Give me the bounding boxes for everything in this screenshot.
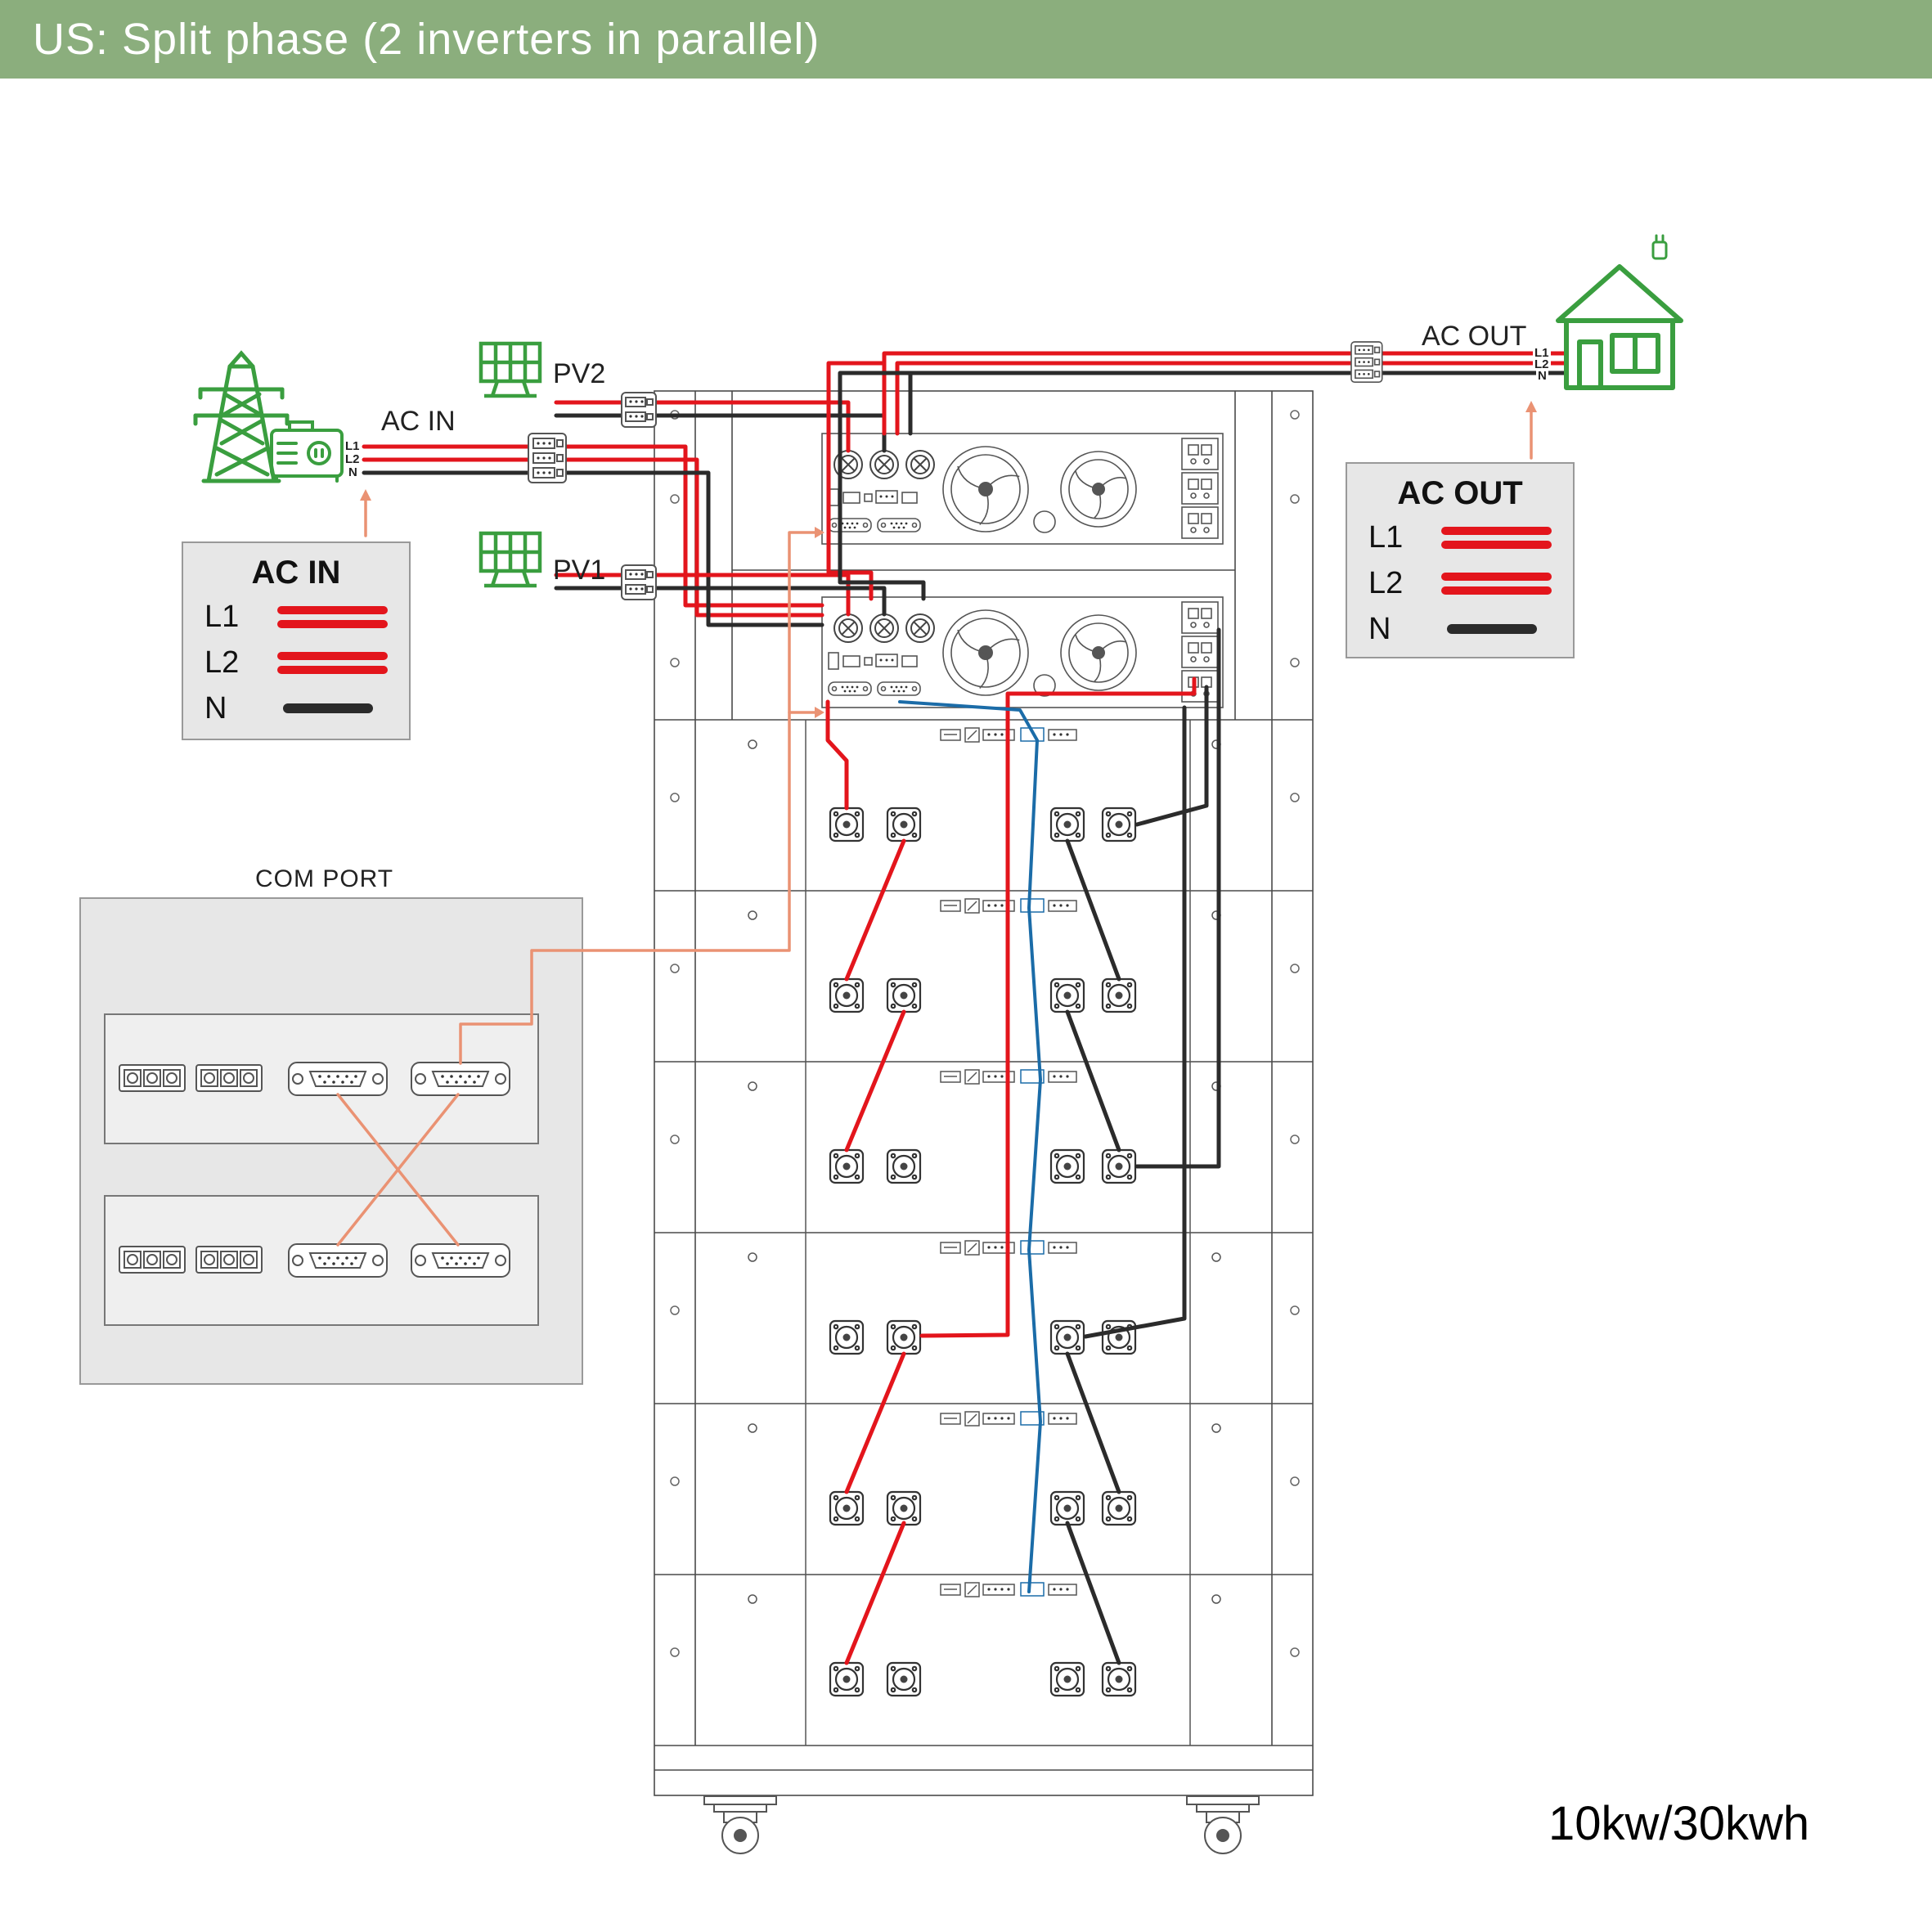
pv2-connector — [621, 392, 657, 428]
label-pv2: PV2 — [553, 358, 606, 389]
generator-icon — [270, 420, 344, 483]
battery-module-2 — [748, 891, 1220, 1062]
n-wire-swatch — [283, 703, 373, 713]
ac-in-l2-label: L2 — [344, 452, 362, 466]
pv1-panel-icon — [481, 533, 540, 586]
battery-module-5 — [748, 1404, 1220, 1575]
rack-frame — [654, 390, 1314, 1796]
rack-screws — [670, 410, 1300, 1657]
l1-wire-swatch — [277, 605, 388, 628]
label-capacity: 10kw/30kwh — [1548, 1797, 1810, 1850]
db9-connector-1 — [288, 1062, 388, 1096]
db9-connector-3 — [288, 1243, 388, 1278]
ac-out-legend-row-l2: L2 — [1347, 563, 1573, 604]
ac-out-n-label: N — [1536, 369, 1548, 383]
n-wire-swatch — [1447, 624, 1537, 634]
header-bar: US: Split phase (2 inverters in parallel… — [0, 0, 1932, 79]
ac-in-legend-title: AC IN — [251, 555, 341, 591]
battery-module-4 — [748, 1233, 1220, 1404]
ac-in-legend-row-n: N — [183, 688, 409, 729]
pv1-connector — [621, 564, 657, 600]
ac-in-connector — [528, 433, 567, 483]
battery-wires-red — [825, 676, 1197, 1665]
label-ac-in: AC IN — [381, 406, 456, 437]
ac-in-wires — [362, 444, 824, 627]
caster-wheel-left — [703, 1795, 777, 1854]
db9-connector-4 — [411, 1243, 510, 1278]
com-wires — [336, 409, 1533, 1247]
ac-out-connector — [1350, 341, 1383, 384]
ac-out-l1-label: L1 — [1533, 346, 1551, 360]
battery-module-6 — [748, 1575, 1220, 1746]
ac-out-legend-row-l1: L1 — [1347, 517, 1573, 558]
ac-in-l1-label: L1 — [344, 439, 362, 453]
house-icon — [1556, 234, 1683, 390]
battery-module-3 — [748, 1062, 1220, 1233]
ac-in-legend-row-l1: L1 — [183, 596, 409, 637]
ac-in-legend: AC IN L1 L2 N — [182, 541, 411, 740]
com-port-box — [79, 897, 583, 1385]
ac-in-n-label: N — [347, 465, 359, 479]
pv2-panel-icon — [481, 344, 540, 396]
ac-out-wires — [826, 351, 1567, 601]
ac-in-legend-row-l2: L2 — [183, 642, 409, 683]
l2-wire-swatch — [277, 651, 388, 674]
l1-wire-swatch — [1441, 526, 1552, 549]
com-wire-arrowheads — [360, 401, 1537, 718]
comm-wire-blue — [898, 700, 1042, 1593]
battery-module-1 — [748, 720, 1220, 891]
utility-tower-icon — [193, 350, 290, 483]
db9-connector-2 — [411, 1062, 510, 1096]
battery-wires-black — [1065, 627, 1221, 1665]
label-pv1: PV1 — [553, 555, 606, 586]
ac-out-legend-title: AC OUT — [1397, 475, 1523, 511]
page-title: US: Split phase (2 inverters in parallel… — [33, 15, 820, 64]
ac-out-legend: AC OUT L1 L2 N — [1346, 462, 1575, 658]
l2-wire-swatch — [1441, 572, 1552, 595]
caster-wheel-right — [1186, 1795, 1260, 1854]
label-ac-out: AC OUT — [1422, 321, 1527, 352]
ac-out-legend-row-n: N — [1347, 609, 1573, 649]
label-com-port: COM PORT — [255, 865, 394, 892]
ac-out-l2-label: L2 — [1533, 357, 1551, 371]
